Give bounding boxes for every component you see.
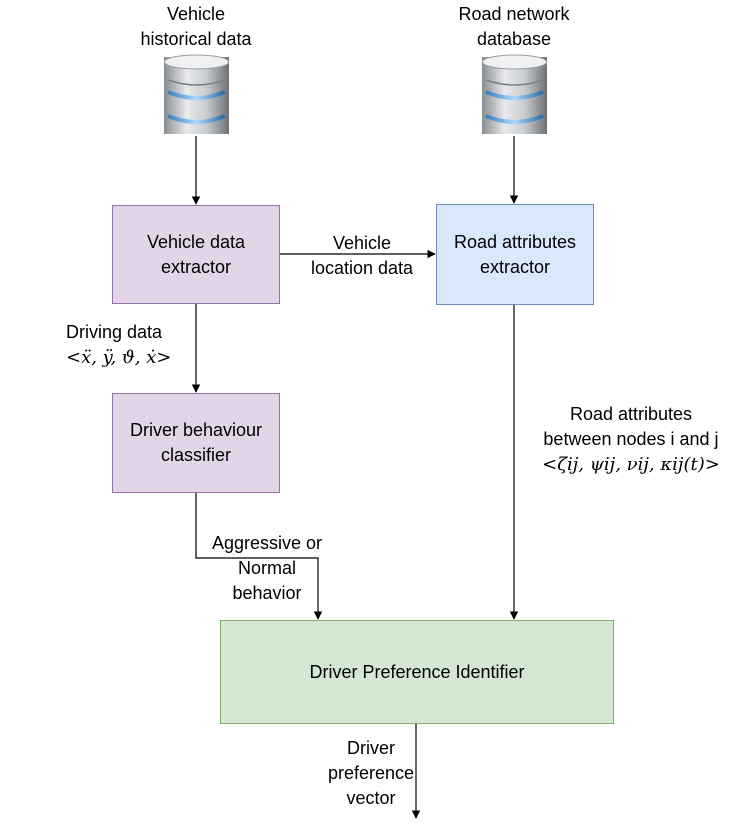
vehicle-data-extractor-box: Vehicle data extractor [112,205,280,304]
road-attributes-extractor-box: Road attributes extractor [436,204,594,305]
edge-behavior [195,493,323,620]
driving-data-formula: <ẍ, ÿ, ϑ, ẋ> [66,347,172,368]
road-attributes-formula: <ζij, ψij, νij, κij(t)> [542,454,720,475]
vehicle-db-label: Vehicle historical data [140,4,252,49]
driver-behaviour-classifier-box: Driver behaviour classifier [112,393,280,493]
road-db-label: Road network database [458,4,570,49]
driver-preference-identifier-box: Driver Preference Identifier [220,620,614,724]
location-data-label: Vehicle location data [310,233,414,278]
driving-data-label: Driving data <ẍ, ÿ, ϑ, ẋ> [66,322,172,368]
vehicle-database-icon [164,54,229,134]
road-attributes-label: Road attributes between nodes i and j <ζ… [516,402,746,477]
output-label: Driver preference vector [327,738,415,808]
road-database-icon [482,54,547,134]
behavior-label: Aggressive or Normal behavior [211,533,323,603]
